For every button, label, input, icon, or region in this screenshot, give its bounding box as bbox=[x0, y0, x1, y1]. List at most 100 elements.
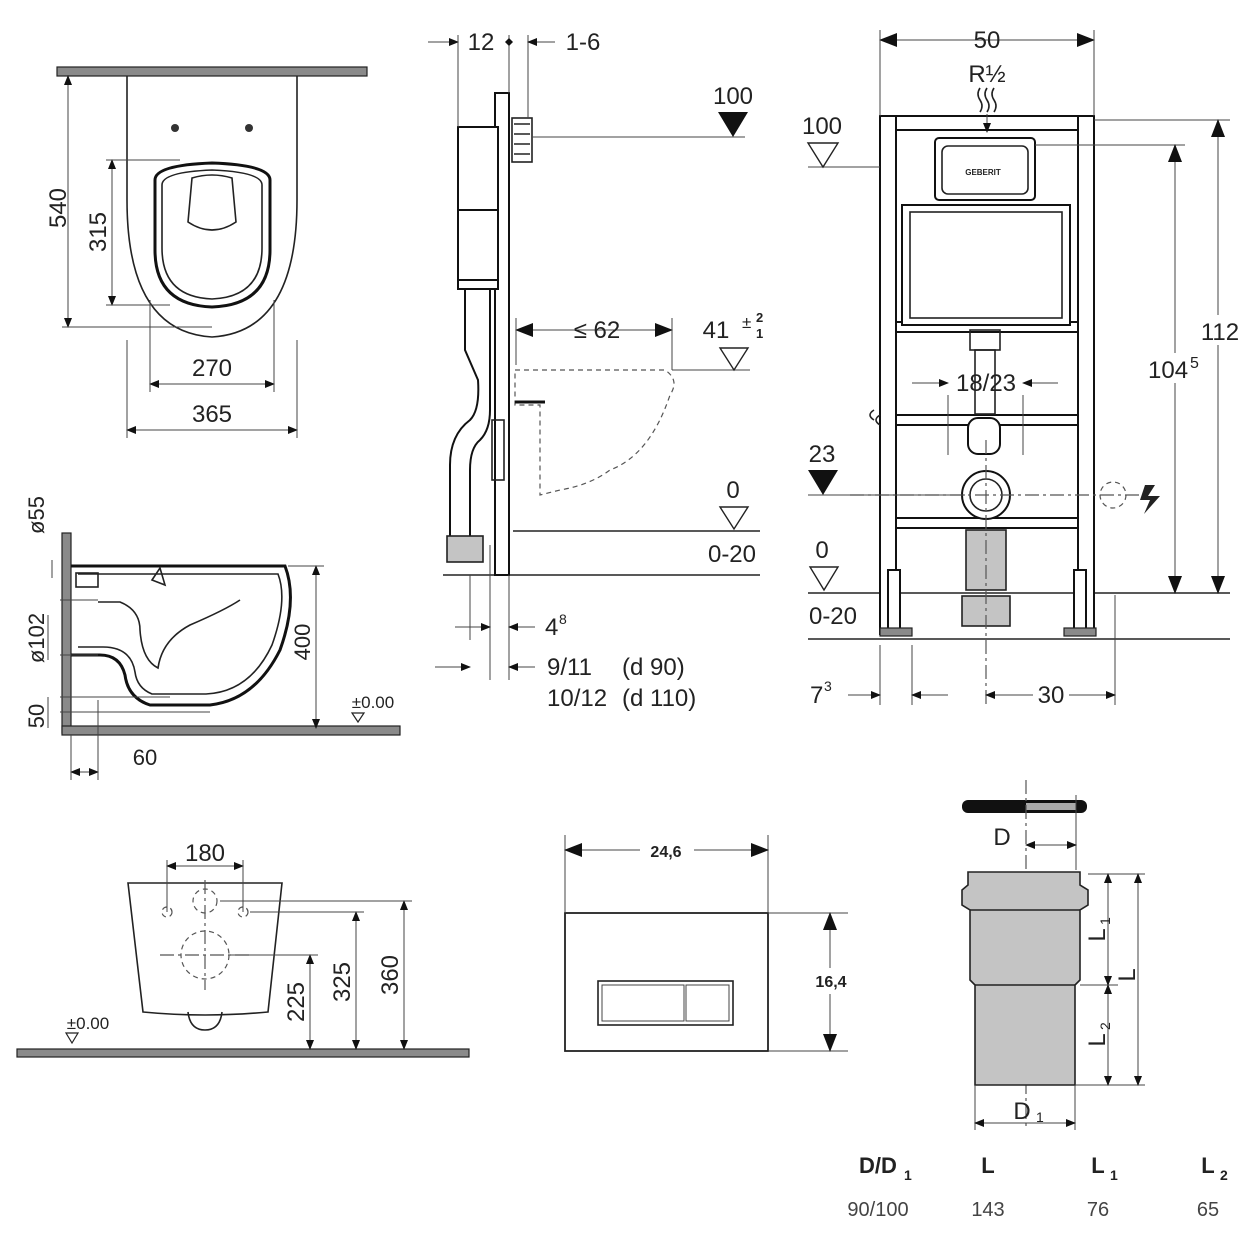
dim-225: 225 bbox=[283, 982, 310, 1022]
dim-d55: ø55 bbox=[24, 496, 49, 534]
dim-10-12: 10/12 bbox=[547, 685, 607, 712]
dim-60: 60 bbox=[133, 745, 157, 770]
level-marker bbox=[350, 712, 366, 724]
dim-7-3: 7 bbox=[810, 682, 823, 709]
dim-41-tol-top: 2 bbox=[756, 310, 763, 325]
dim-104-5: 104 bbox=[1148, 357, 1188, 384]
dim-50: 50 bbox=[24, 704, 49, 728]
table-header: L bbox=[981, 1153, 994, 1178]
flush-button-large[interactable] bbox=[601, 984, 685, 1022]
dim-0-20: 0-20 bbox=[708, 541, 756, 568]
floor-section bbox=[61, 725, 401, 736]
dim-7-3-sup: 3 bbox=[824, 678, 832, 694]
dim-1-6: 1-6 bbox=[566, 29, 601, 56]
dim-30: 30 bbox=[1038, 682, 1065, 709]
dim-L: L bbox=[1114, 968, 1141, 981]
dim-100: 100 bbox=[802, 113, 842, 140]
actuator-box bbox=[511, 117, 533, 163]
water-supply-icon bbox=[977, 87, 997, 113]
level-marker-filled bbox=[808, 470, 838, 495]
dim-plate-height: 16,4 bbox=[815, 974, 846, 991]
dim-112: 112 bbox=[1201, 319, 1239, 346]
table-header: D/D bbox=[859, 1153, 897, 1178]
dim-365: 365 bbox=[192, 401, 232, 428]
dim-d102: ø102 bbox=[24, 613, 49, 663]
dim-L2-sub: 2 bbox=[1097, 1022, 1113, 1030]
wall-section bbox=[61, 532, 72, 734]
dim-360: 360 bbox=[377, 955, 404, 995]
brand-label: GEBERIT bbox=[965, 168, 1001, 177]
dim-540: 540 bbox=[45, 188, 72, 228]
bowl-opening bbox=[187, 174, 237, 231]
level-label: ±0.00 bbox=[352, 693, 394, 712]
dim-41-tol-bottom: 1 bbox=[756, 326, 763, 341]
bowl-outline bbox=[126, 76, 298, 338]
dim-0: 0 bbox=[726, 477, 739, 504]
flush-buttons bbox=[597, 980, 734, 1026]
dim-18-23: 18/23 bbox=[956, 370, 1016, 397]
seat-outline bbox=[153, 161, 272, 309]
actuator-plate bbox=[934, 137, 1036, 201]
electric-icon bbox=[1140, 485, 1160, 514]
dim-D1-sub: 1 bbox=[1036, 1109, 1044, 1125]
table-header: L bbox=[1091, 1153, 1104, 1178]
table-cell: 76 bbox=[1087, 1199, 1109, 1221]
dim-r-half: R½ bbox=[968, 61, 1005, 88]
dim-L1-sub: 1 bbox=[1097, 917, 1113, 925]
frame-left-post bbox=[879, 115, 897, 635]
level-marker-filled bbox=[718, 112, 748, 137]
mount-hole bbox=[245, 124, 253, 132]
dim-0: 0 bbox=[815, 537, 828, 564]
top-view: 540 315 270 365 bbox=[45, 66, 368, 438]
dim-325: 325 bbox=[329, 962, 356, 1002]
dim-180: 180 bbox=[185, 840, 225, 867]
mount-hole bbox=[171, 124, 179, 132]
level-marker bbox=[64, 1032, 80, 1045]
drain-outlet bbox=[446, 535, 484, 563]
flush-button-small[interactable] bbox=[685, 984, 730, 1022]
dim-D: D bbox=[993, 824, 1010, 851]
cistern-front bbox=[901, 204, 1071, 326]
dim-D1: D bbox=[1013, 1098, 1030, 1125]
table-cell: 65 bbox=[1197, 1199, 1219, 1221]
table-header-subscript: 2 bbox=[1220, 1167, 1228, 1183]
connector-view: D D 1 L 1 L 2 L bbox=[961, 780, 1145, 1130]
frame-right-post bbox=[1077, 115, 1095, 635]
dim-d110: (d 110) bbox=[622, 685, 696, 712]
table-header-subscript: 1 bbox=[1110, 1167, 1118, 1183]
table-header: L bbox=[1201, 1153, 1214, 1178]
table-cell: 90/100 bbox=[847, 1199, 908, 1221]
frame-front-view: GEBERIT 50 R½ 100 112 104 bbox=[802, 27, 1240, 709]
section-view: ø55 ø102 50 60 400 ±0.00 bbox=[24, 496, 401, 780]
table-header-subscript: 1 bbox=[904, 1167, 912, 1183]
dim-400: 400 bbox=[290, 624, 315, 661]
dim-le62: ≤ 62 bbox=[574, 317, 621, 344]
dim-41: 41 bbox=[703, 317, 730, 344]
dim-0-20: 0-20 bbox=[809, 603, 857, 630]
table-cell: 143 bbox=[971, 1199, 1004, 1221]
dim-23: 23 bbox=[809, 441, 836, 468]
dim-4-8-sup: 8 bbox=[559, 611, 567, 627]
flush-plate[interactable] bbox=[564, 912, 769, 1052]
bowl-section-outline bbox=[71, 564, 292, 707]
dim-L1: L bbox=[1084, 928, 1111, 941]
dim-L2: L bbox=[1084, 1033, 1111, 1046]
front-bowl-view: 180 225 325 360 ±0.00 bbox=[16, 840, 470, 1058]
flush-plate-view: 24,6 16,4 bbox=[564, 835, 854, 1052]
dim-4-8: 4 bbox=[545, 614, 558, 641]
dim-50: 50 bbox=[974, 27, 1001, 54]
water-icon bbox=[869, 409, 881, 426]
wall-section bbox=[56, 66, 368, 77]
dim-100: 100 bbox=[713, 83, 753, 110]
dim-104-5-sup: 5 bbox=[1190, 355, 1199, 372]
dim-41-tolerance: ± bbox=[742, 313, 751, 332]
dim-9-11: 9/11 bbox=[547, 654, 592, 681]
level-label: ±0.00 bbox=[67, 1014, 109, 1033]
dim-12: 12 bbox=[468, 29, 495, 56]
dim-315: 315 bbox=[85, 212, 112, 252]
connector-body bbox=[961, 871, 1089, 1086]
dim-d90: (d 90) bbox=[622, 654, 685, 681]
drain-pipe bbox=[449, 288, 491, 541]
